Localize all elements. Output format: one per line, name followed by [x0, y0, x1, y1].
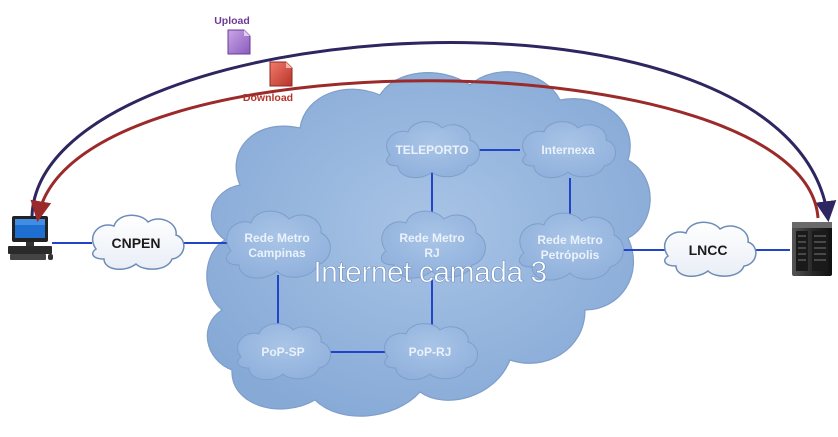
cloud-cnpen: CNPEN	[91, 214, 185, 271]
download-label: Download	[243, 92, 293, 104]
cnpen-label: CNPEN	[111, 235, 160, 251]
node-internexa: Internexa	[522, 121, 616, 179]
node-metro-campinas-line1: Rede Metro	[244, 231, 309, 245]
node-metro-rj-line1: Rede Metro	[399, 231, 464, 245]
lncc-label: LNCC	[689, 242, 728, 258]
workstation-icon	[8, 216, 53, 260]
node-metro-rj-line2: RJ	[424, 246, 439, 260]
node-pop-rj: PoP-RJ	[384, 323, 478, 381]
download-file-icon	[269, 61, 293, 87]
node-pop-sp: PoP-SP	[237, 323, 331, 381]
node-internexa-label: Internexa	[541, 143, 595, 157]
node-teleporto: TELEPORTO	[386, 121, 480, 179]
node-pop-rj-label: PoP-RJ	[409, 345, 452, 359]
node-metro-campinas-line2: Campinas	[248, 246, 306, 260]
download-arc	[30, 79, 820, 223]
internal-links	[277, 149, 571, 353]
upload-arc	[30, 41, 837, 223]
internet-cloud-label: Internet camada 3	[313, 256, 546, 289]
node-pop-sp-label: PoP-SP	[261, 345, 304, 359]
upload-file-icon	[227, 29, 251, 55]
node-metro-petropolis-line2: Petrópolis	[541, 248, 600, 262]
node-metro-rj: Rede Metro RJ	[380, 210, 486, 279]
upload-label: Upload	[214, 15, 250, 27]
server-icon	[792, 222, 832, 276]
node-metro-petropolis-line1: Rede Metro	[537, 233, 602, 247]
cloud-lncc: LNCC	[663, 221, 757, 278]
node-metro-petropolis: Rede Metro Petrópolis	[518, 212, 624, 281]
node-teleporto-label: TELEPORTO	[395, 143, 468, 157]
node-metro-campinas: Rede Metro Campinas	[225, 210, 331, 279]
